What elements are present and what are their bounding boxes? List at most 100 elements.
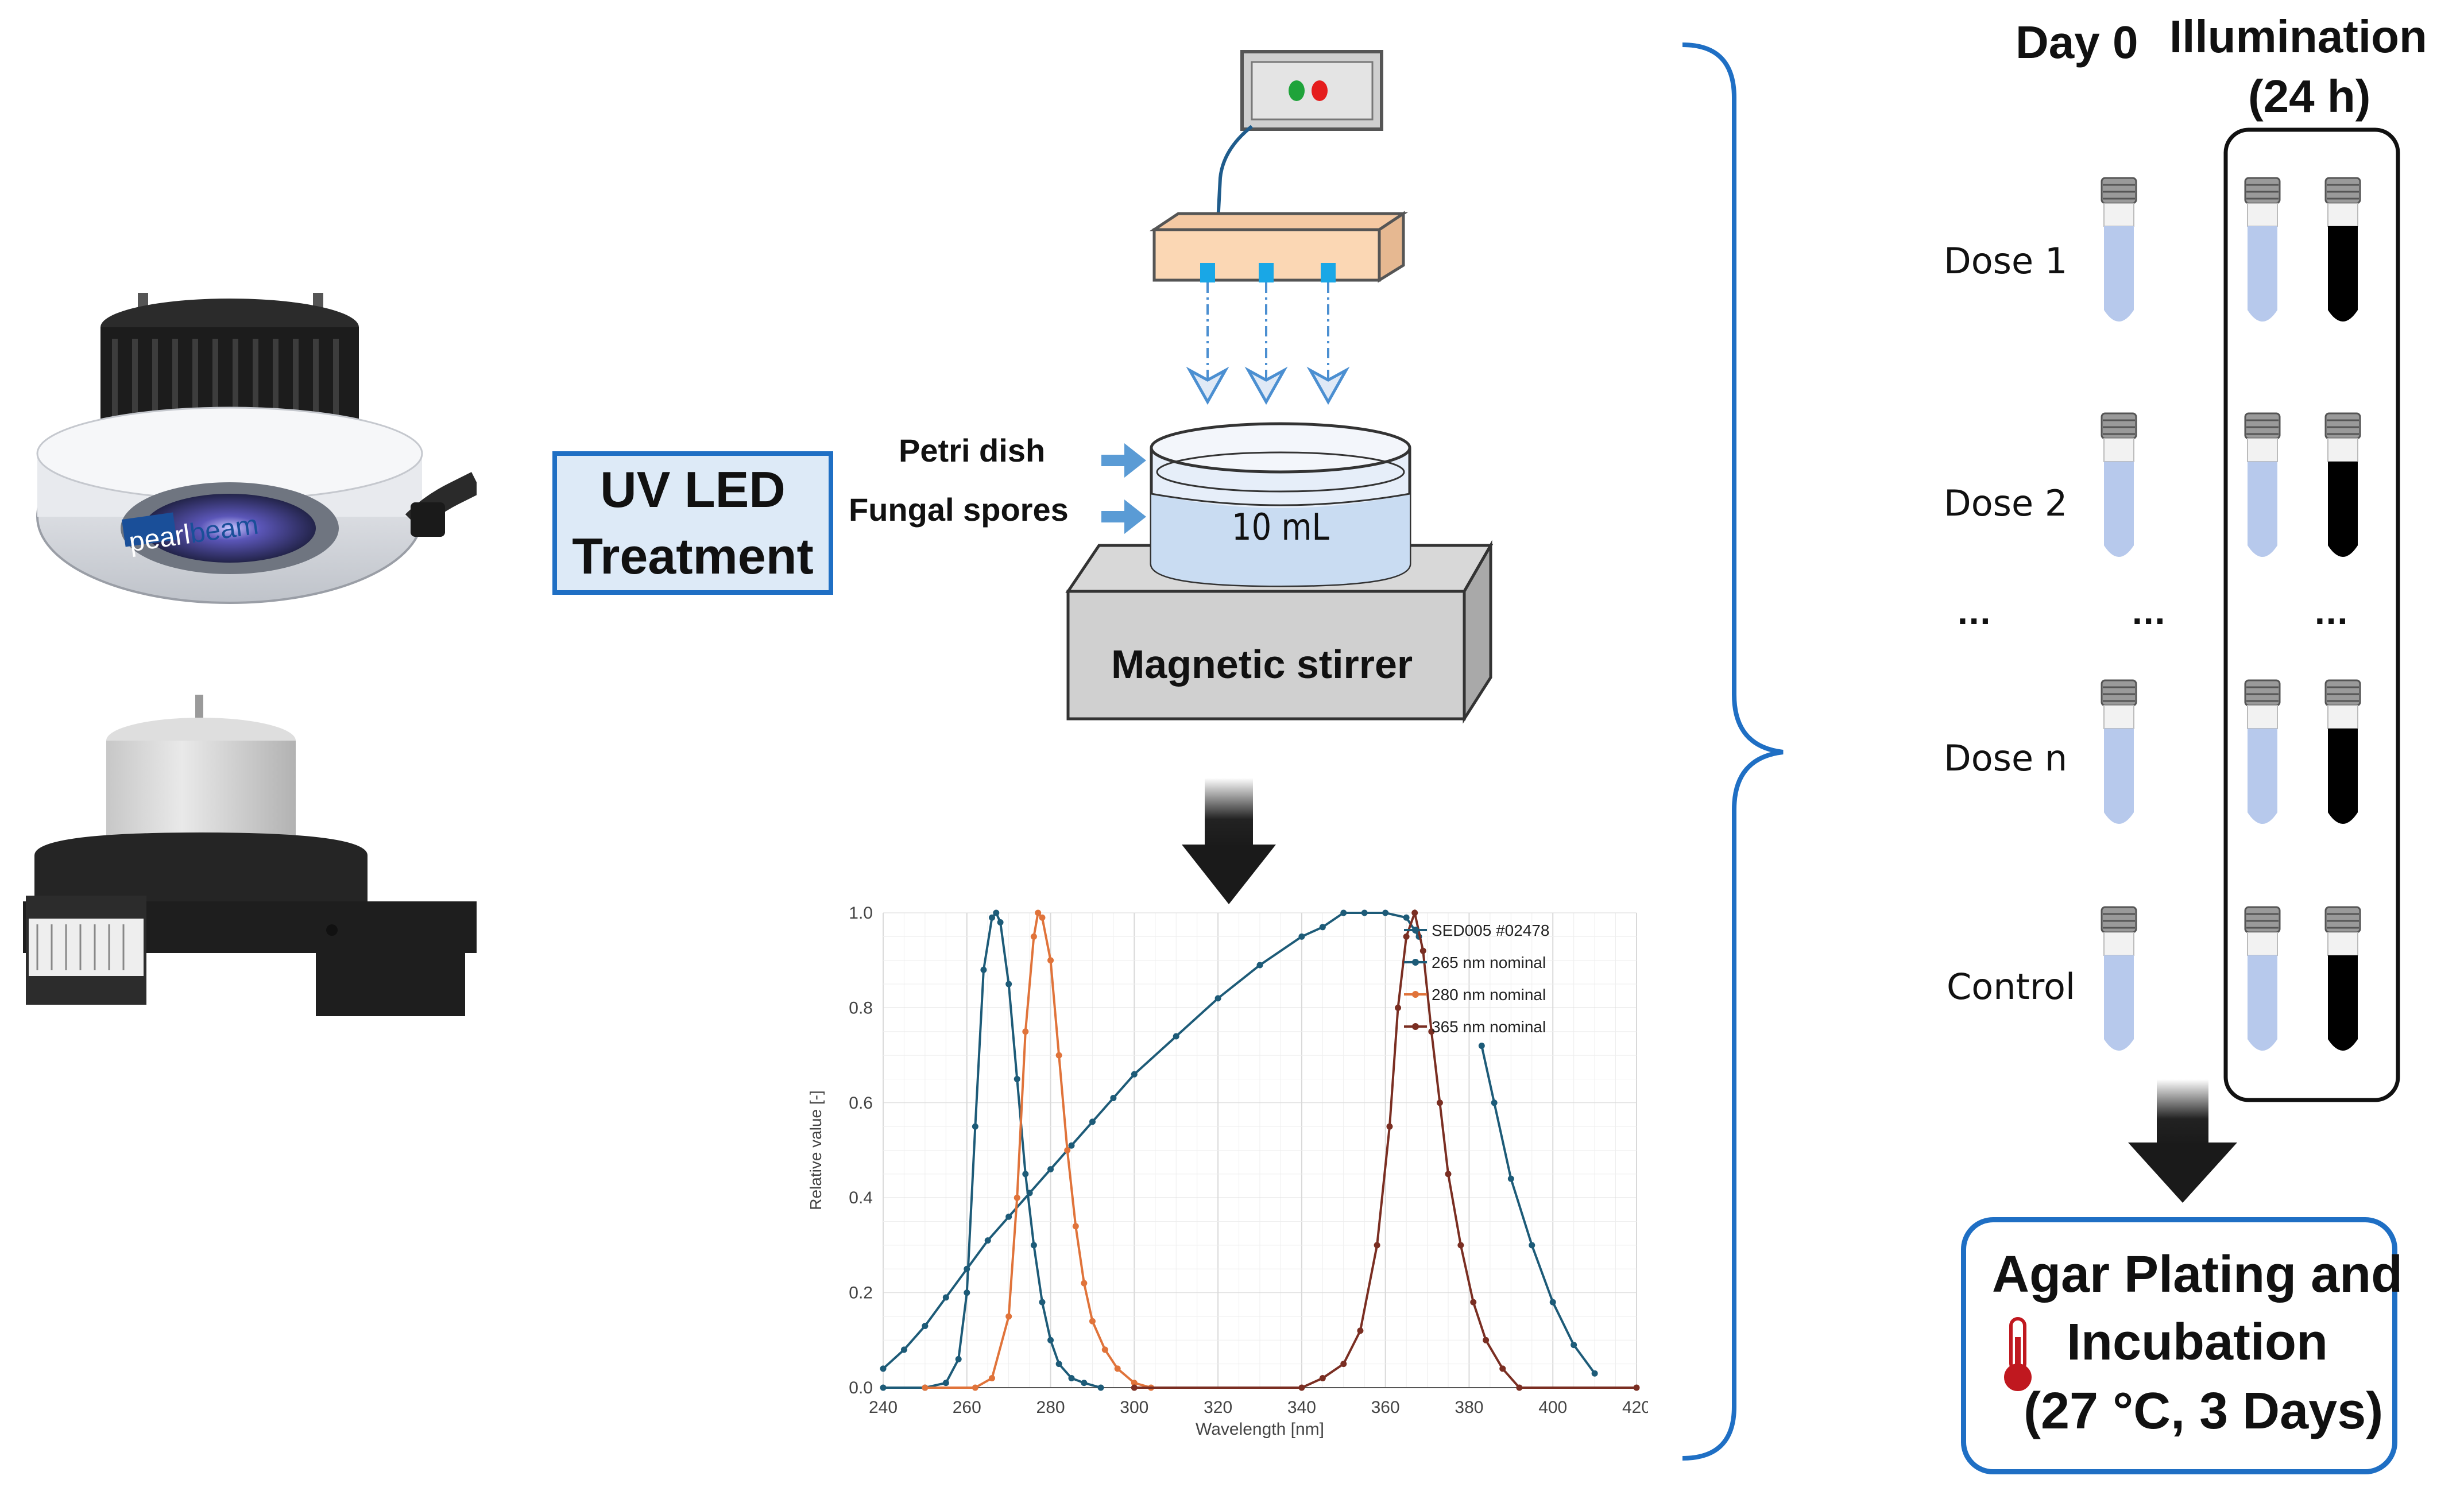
legend-label: 265 nm nominal [1432, 954, 1546, 971]
sample-tube [2101, 412, 2137, 557]
uv-box-line1: UV LED [600, 461, 786, 518]
data-point [1068, 1142, 1075, 1149]
data-point [1395, 1004, 1402, 1011]
series-line [1134, 908, 1637, 1389]
data-point [1214, 995, 1221, 1002]
data-point [1457, 1242, 1464, 1249]
data-point [880, 1384, 887, 1391]
data-point [1516, 1384, 1523, 1391]
data-point [1403, 933, 1410, 940]
sample-tube [2244, 177, 2281, 322]
data-point [922, 1322, 929, 1329]
magnetic-stirrer [1066, 590, 1466, 721]
legend-marker [1412, 991, 1419, 998]
data-point [1014, 1194, 1020, 1201]
led-icon [1259, 263, 1274, 282]
data-point [972, 1123, 978, 1130]
data-point [997, 919, 1004, 926]
data-point [1022, 1171, 1029, 1178]
data-point [1445, 1171, 1452, 1178]
header-illumination: Illumination [2169, 11, 2427, 62]
row-label-dose1: Dose 1 [1944, 240, 2068, 282]
data-point [1419, 947, 1426, 954]
sample-tube [2244, 412, 2281, 557]
illuminated-dark-tube [2324, 679, 2361, 824]
y-tick-label: 0.6 [849, 1094, 873, 1113]
data-point [900, 1346, 907, 1353]
x-tick-label: 340 [1287, 1398, 1316, 1417]
data-point [1081, 1380, 1088, 1387]
data-point [1340, 1361, 1347, 1368]
data-point [1382, 909, 1389, 916]
led-icon [1200, 263, 1215, 282]
agar-line2: Incubation [2067, 1314, 2328, 1371]
series-line [1480, 1045, 1596, 1374]
agar-plating-box: Agar Plating and Incubation (27 °C, 3 Da… [1961, 1217, 2403, 1474]
ellipsis-label: ... [1957, 597, 1991, 632]
data-point [1014, 1075, 1020, 1082]
data-point [1047, 1166, 1054, 1173]
fungal-spores-label: Fungal spores [849, 491, 1069, 528]
illumination-frame [2223, 127, 2400, 1102]
data-point [1357, 1327, 1364, 1334]
data-point [1374, 1242, 1380, 1249]
illuminated-dark-tube [2324, 906, 2361, 1051]
data-point [1256, 962, 1263, 969]
y-tick-label: 1.0 [849, 904, 873, 923]
data-point [880, 1365, 887, 1372]
data-point [1047, 957, 1054, 964]
data-point [1483, 1337, 1490, 1343]
data-point [1386, 1123, 1393, 1130]
series-line [883, 911, 1101, 1389]
data-point [1035, 909, 1042, 916]
legend-label: 280 nm nominal [1432, 986, 1546, 1004]
petri-dish-label: Petri dish [899, 432, 1046, 468]
data-point [1507, 1175, 1514, 1182]
sample-tube [2101, 906, 2137, 1051]
row-label-dose2: Dose 2 [1944, 482, 2068, 524]
data-point [942, 1294, 949, 1301]
data-point [942, 1380, 949, 1387]
data-point [1499, 1365, 1506, 1372]
data-point [1428, 1028, 1435, 1035]
data-point [1571, 1342, 1577, 1349]
spores-pointer-icon [1101, 499, 1146, 534]
sample-tube [2101, 177, 2137, 322]
data-point [1055, 1361, 1062, 1368]
sample-tube [2101, 679, 2137, 824]
data-point [989, 914, 996, 921]
x-tick-label: 280 [1036, 1398, 1065, 1417]
legend-marker [1412, 959, 1419, 966]
x-tick-label: 360 [1371, 1398, 1400, 1417]
data-point [1039, 1299, 1046, 1306]
data-point [1173, 1033, 1179, 1040]
data-point [1411, 909, 1418, 916]
volume-label: 10 mL [1232, 506, 1329, 549]
data-point [1340, 909, 1347, 916]
agar-line3: (27 °C, 3 Days) [2024, 1382, 2384, 1440]
curly-brace [1682, 42, 1784, 1461]
down-arrow-icon [1182, 778, 1276, 904]
data-point [1131, 1380, 1138, 1387]
legend-label: SED005 #02478 [1432, 921, 1550, 939]
sample-tube [2244, 679, 2281, 824]
thermometer-icon [2004, 1317, 2032, 1391]
data-point [1022, 1028, 1029, 1035]
illuminated-dark-tube [2324, 412, 2361, 557]
data-point [1081, 1280, 1088, 1287]
data-point [955, 1356, 962, 1362]
data-point [1039, 914, 1046, 921]
data-point [1549, 1299, 1556, 1306]
data-point [989, 1374, 996, 1381]
x-tick-label: 380 [1455, 1398, 1483, 1417]
x-tick-label: 260 [953, 1398, 981, 1417]
data-point [1097, 1384, 1104, 1391]
down-arrow-to-agar-icon [2128, 1079, 2237, 1203]
x-tick-label: 420 [1622, 1398, 1648, 1417]
red-indicator-icon [1312, 80, 1328, 101]
data-point [964, 1289, 970, 1296]
data-point [1591, 1370, 1598, 1377]
uv-led-device [23, 293, 477, 1016]
row-label-control: Control [1947, 966, 2076, 1008]
data-point [1131, 1071, 1138, 1078]
